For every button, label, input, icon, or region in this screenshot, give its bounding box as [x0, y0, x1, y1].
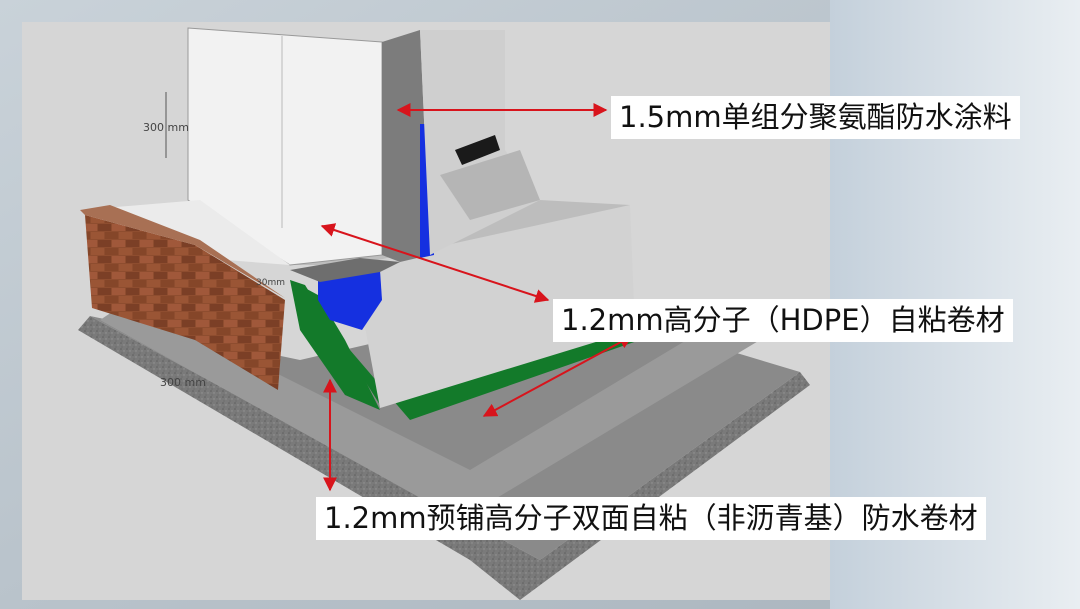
arrow-hdpe	[320, 223, 550, 303]
callout-coating: 1.5mm单组分聚氨酯防水涂料	[611, 96, 1020, 139]
dim-wall-height: 300 mm	[143, 121, 189, 134]
arrow-floor	[482, 335, 634, 417]
green-curve	[290, 280, 380, 410]
black-flap	[455, 135, 500, 165]
stepped-cutout	[440, 150, 540, 220]
brick-wall-front	[85, 215, 285, 390]
callout-hdpe: 1.2mm高分子（HDPE）自粘卷材	[553, 299, 1013, 342]
wall-edge	[382, 30, 430, 262]
brick-wall-top	[80, 205, 285, 298]
callout-prelaid: 1.2mm预铺高分子双面自粘（非沥青基）防水卷材	[316, 497, 986, 540]
dim-floor-length: 300 mm	[160, 376, 206, 389]
dim-corner-small: 30mm	[256, 278, 285, 288]
bottom-slab	[78, 316, 810, 600]
